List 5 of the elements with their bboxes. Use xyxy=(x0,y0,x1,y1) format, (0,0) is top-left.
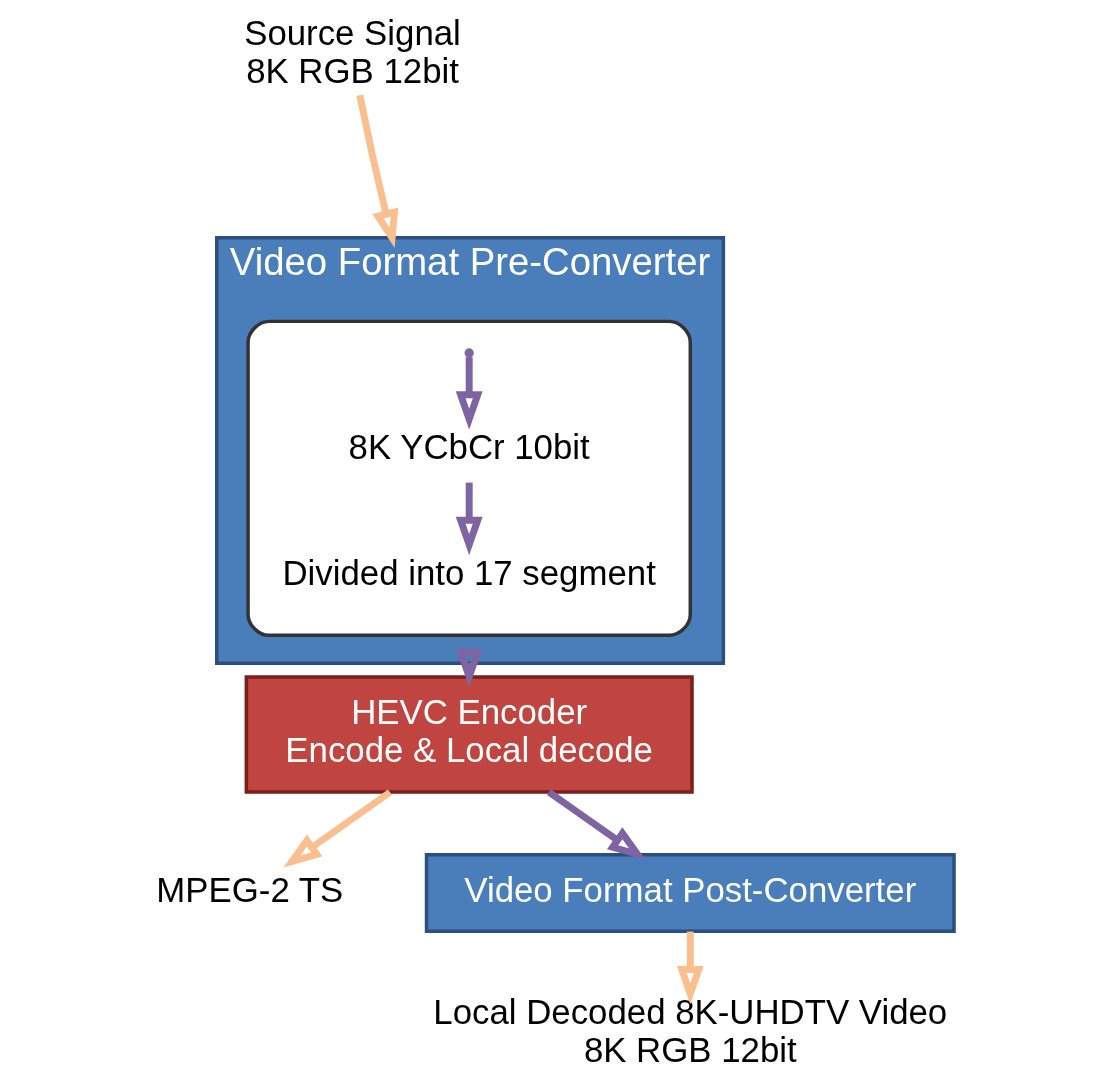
node-text: Source Signal 8K RGB 12bit xyxy=(244,12,461,90)
node-text: Local Decoded 8K-UHDTV Video 8K RGB 12bit xyxy=(433,991,948,1069)
node-text: MPEG-2 TS xyxy=(156,869,344,909)
node-text: 8K YCbCr 10bit xyxy=(348,427,590,467)
node-text: Divided into 17 segment xyxy=(282,552,656,592)
